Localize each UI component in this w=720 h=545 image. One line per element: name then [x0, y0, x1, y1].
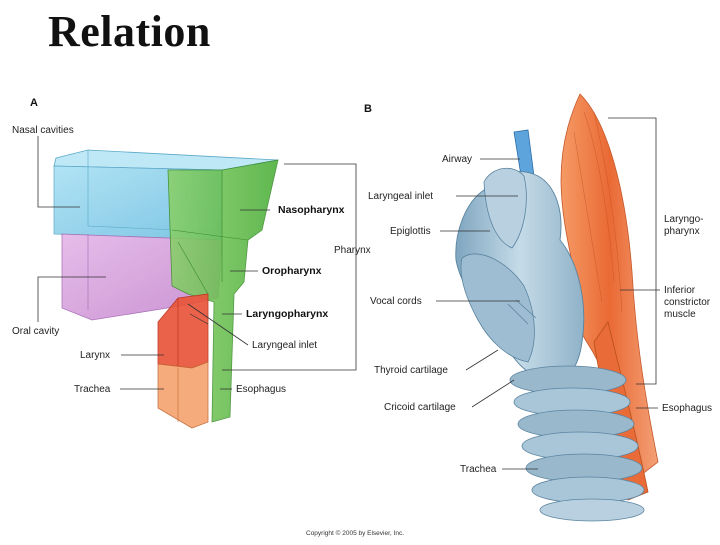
- figure-svg: A Nasal cavities Oral cavity Larynx Trac…: [12, 93, 712, 537]
- label-esophagus-b: Esophagus: [662, 403, 712, 414]
- label-laryngopharynx: Laryngopharynx: [246, 308, 328, 320]
- slide-title: Relation: [48, 7, 211, 56]
- panel-a-letter: A: [30, 97, 38, 109]
- pharynx-shape: [167, 159, 279, 423]
- label-inferior-1: Inferior: [664, 285, 696, 296]
- panel-b-letter: B: [364, 103, 372, 115]
- label-trachea: Trachea: [74, 384, 111, 395]
- epiglottis-shape: [483, 168, 527, 249]
- panel-a-schematic: [53, 149, 279, 429]
- label-oral-cavity: Oral cavity: [12, 326, 59, 337]
- label-laryngeal-inlet-a: Laryngeal inlet: [252, 340, 317, 351]
- panel-b-illustration: [455, 93, 659, 522]
- label-cricoid-cartilage: Cricoid cartilage: [384, 402, 456, 413]
- label-inferior-2: constrictor: [664, 297, 711, 308]
- pharynx-bracket: [222, 163, 357, 371]
- label-laryngopharynx-b2: pharynx: [664, 226, 700, 237]
- anatomy-figure: A Nasal cavities Oral cavity Larynx Trac…: [8, 72, 720, 540]
- label-oropharynx: Oropharynx: [262, 265, 322, 277]
- label-inferior-3: muscle: [664, 309, 696, 320]
- label-epiglottis: Epiglottis: [390, 226, 431, 237]
- trachea-rings: [509, 365, 645, 522]
- thyroid-cartilage: [460, 253, 535, 363]
- label-vocal-cords: Vocal cords: [370, 296, 422, 307]
- label-pharynx: Pharynx: [334, 245, 371, 256]
- trachea-shape: [157, 361, 209, 429]
- copyright-text: Copyright © 2005 by Elsevier, Inc.: [306, 529, 404, 537]
- label-airway: Airway: [442, 154, 472, 165]
- label-larynx: Larynx: [80, 350, 110, 361]
- label-thyroid-cartilage: Thyroid cartilage: [374, 365, 448, 376]
- label-esophagus-a: Esophagus: [236, 384, 286, 395]
- label-trachea-b: Trachea: [460, 464, 497, 475]
- label-laryngeal-inlet-b: Laryngeal inlet: [368, 191, 433, 202]
- label-laryngopharynx-b1: Laryngo-: [664, 214, 703, 225]
- label-nasopharynx: Nasopharynx: [278, 204, 345, 216]
- label-nasal-cavities: Nasal cavities: [12, 125, 74, 136]
- laryngopharynx-bracket: [608, 117, 657, 385]
